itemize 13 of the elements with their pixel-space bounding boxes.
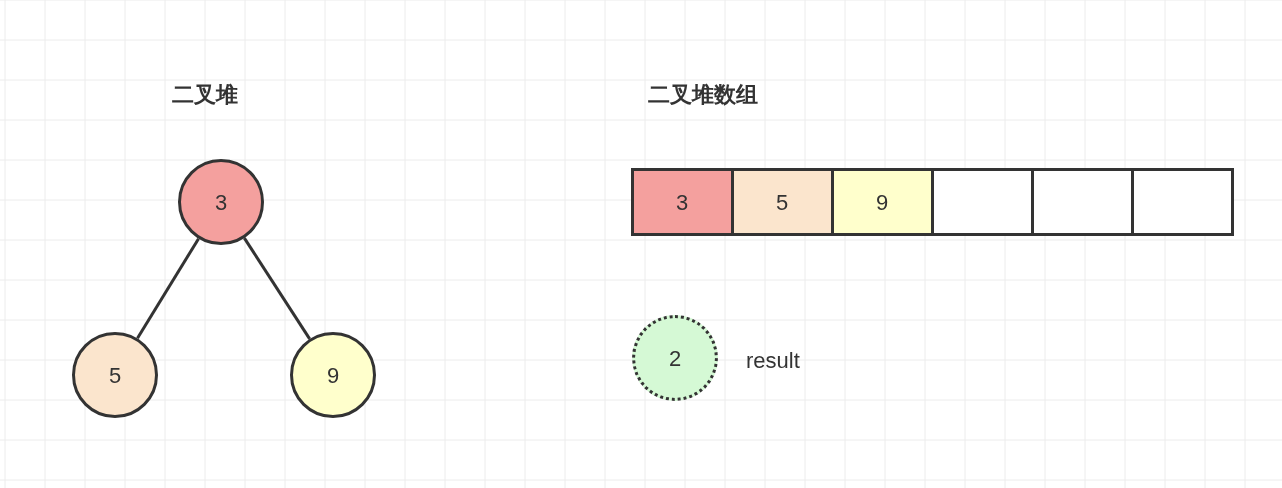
- node-value: 9: [875, 188, 889, 217]
- node-value: 5: [108, 361, 122, 390]
- heading: 二叉堆: [172, 81, 238, 109]
- connector-line: [136, 237, 200, 340]
- connector-line: [243, 237, 311, 340]
- node-value: 9: [326, 361, 340, 390]
- node-value: 3: [214, 188, 228, 217]
- node-value: 3: [675, 188, 689, 217]
- node-value: 2: [668, 344, 682, 373]
- heading: 二叉堆数组: [648, 81, 758, 109]
- node-caption: result: [746, 347, 800, 375]
- array-cell: [630, 168, 734, 236]
- node-value: 5: [775, 188, 789, 217]
